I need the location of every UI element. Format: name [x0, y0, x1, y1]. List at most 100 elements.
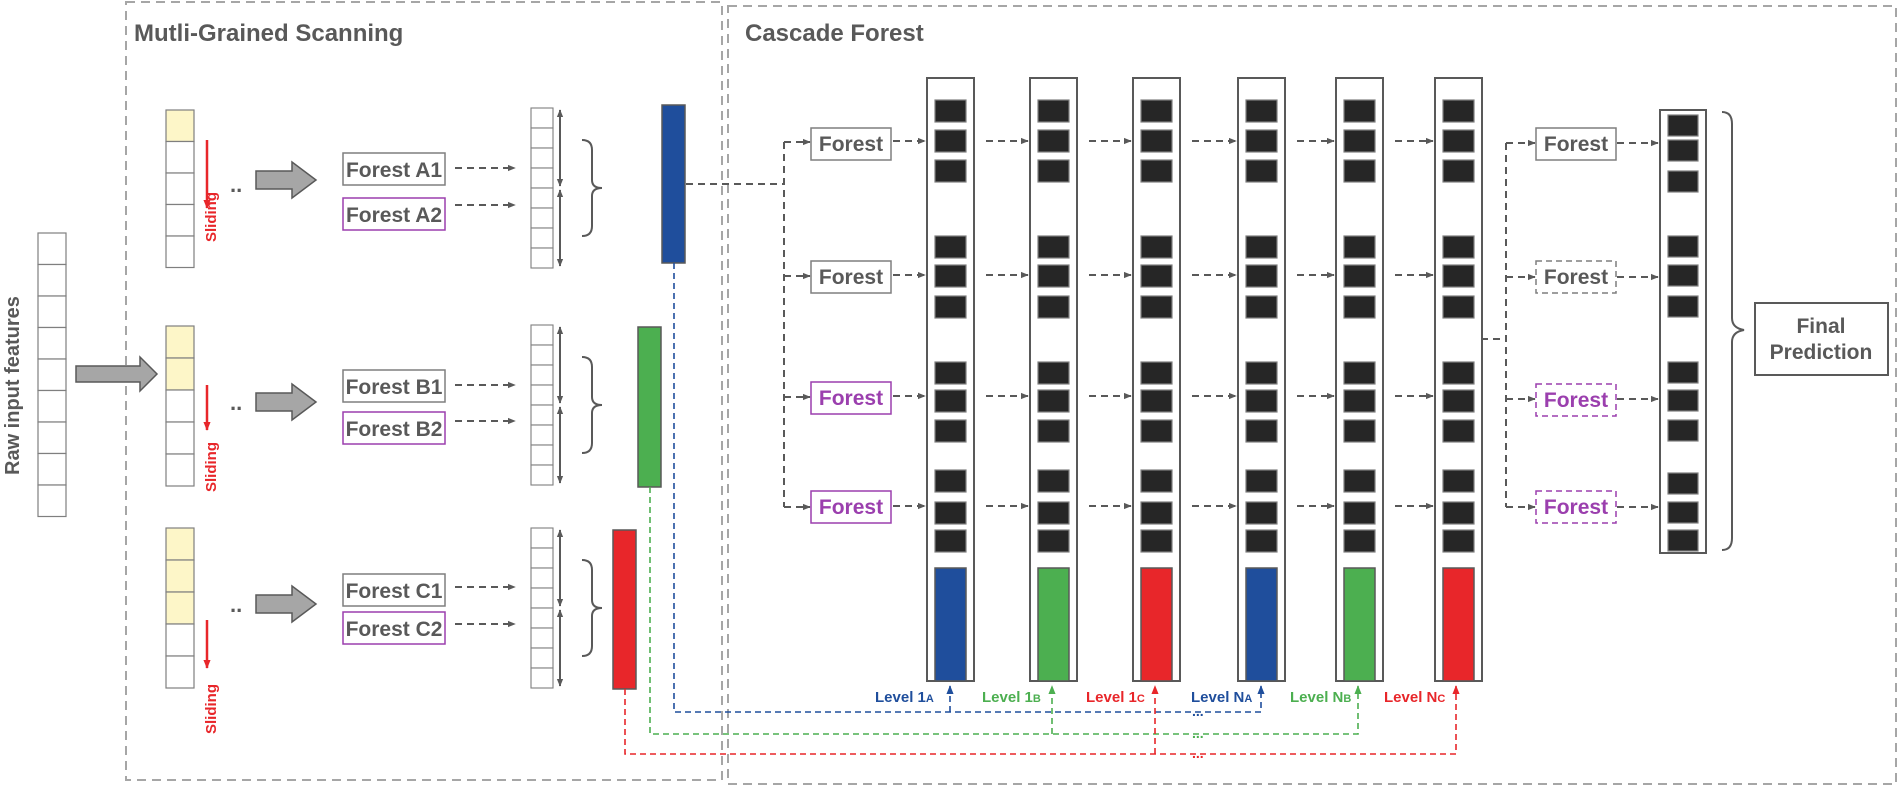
level-feature-bar	[934, 567, 967, 682]
final-class-cell	[1667, 419, 1699, 442]
class-vector-cell	[1245, 235, 1278, 259]
class-vector-cell	[1442, 235, 1475, 259]
raw-input-cell	[37, 326, 67, 360]
raw-input-vector	[37, 232, 67, 518]
cascade-forest-1: Forest	[810, 127, 892, 161]
class-vector-cell	[1037, 419, 1070, 443]
group-brace	[581, 356, 603, 454]
class-vector-cell	[1442, 501, 1475, 525]
final-class-cell	[1667, 295, 1699, 318]
class-vector-cell	[1140, 419, 1173, 443]
final-forest-3: Forest	[1535, 383, 1617, 417]
raw-input-cell	[37, 484, 67, 518]
cascade-level-column	[1395, 77, 1483, 682]
class-vector-cell	[1245, 501, 1278, 525]
level-na-label: Level NA	[1191, 689, 1252, 706]
level-feature-bar	[1037, 567, 1070, 682]
sliding-label: Sliding	[203, 442, 220, 492]
class-vector-cell	[1037, 469, 1070, 493]
final-forest-2-label: Forest	[1544, 266, 1608, 289]
class-vector-cell	[1442, 529, 1475, 553]
class-vector-cell	[530, 107, 554, 129]
class-vector-cell	[530, 227, 554, 249]
sliding-windows	[165, 109, 211, 689]
class-vector-cell	[1343, 501, 1376, 525]
raw-input-cell	[37, 421, 67, 455]
class-vector-cell	[530, 667, 554, 689]
level-feature-bar	[1245, 567, 1278, 682]
class-vector-cell	[530, 344, 554, 366]
cascade-level-column	[1089, 77, 1181, 682]
scan-forest-output-arrows	[455, 164, 516, 628]
transformed-feature-b	[637, 326, 662, 488]
window-cell	[165, 203, 195, 237]
class-vector-cell	[1245, 361, 1278, 385]
class-vector-cell	[1037, 501, 1070, 525]
feature-route-red	[624, 685, 1460, 755]
final-prediction-box: Final Prediction	[1754, 302, 1889, 376]
class-vector-cell	[1140, 529, 1173, 553]
class-vector-cell	[934, 501, 967, 525]
level-nb-label: Level NB	[1290, 689, 1351, 706]
scan-forest-b1: Forest B1	[342, 369, 446, 403]
group-brace	[581, 139, 603, 237]
class-vector-cell	[1245, 529, 1278, 553]
final-class-cell	[1667, 529, 1699, 552]
cascade-level-column	[986, 77, 1078, 682]
raw-input-cell	[37, 295, 67, 329]
level-labels: Level 1A Level 1B Level 1C Level NA Leve…	[875, 689, 1445, 706]
scan-forest-c1: Forest C1	[342, 573, 446, 607]
ellipsis: ..	[230, 592, 242, 617]
class-vector-cell	[1245, 264, 1278, 288]
raw-input-cell	[37, 452, 67, 486]
cascade-levels	[893, 77, 1483, 682]
block-arrow	[255, 584, 318, 624]
final-class-cell	[1667, 501, 1699, 524]
cascade-level-column	[893, 77, 975, 682]
class-vector-cell	[530, 207, 554, 229]
level-feature-bar	[1442, 567, 1475, 682]
red-route-ellipsis: ...	[1192, 745, 1204, 761]
block-arrow	[255, 382, 318, 422]
sliding-label: Sliding	[203, 684, 220, 734]
class-vector-cell	[1245, 469, 1278, 493]
cascade-level-column	[1297, 77, 1384, 682]
class-vector-cell	[530, 424, 554, 446]
class-vector-cell	[1140, 235, 1173, 259]
cascade-forest-2: Forest	[810, 260, 892, 294]
class-vector-cell	[1442, 99, 1475, 123]
scan-forest-a1-label: Forest A1	[346, 159, 442, 182]
class-vector-cell	[934, 99, 967, 123]
class-vector-cell	[1140, 264, 1173, 288]
ellipsis: ..	[230, 172, 242, 197]
class-vector-cell	[1442, 264, 1475, 288]
window-cell	[165, 235, 195, 269]
final-brace	[1721, 111, 1745, 551]
class-vector-cell	[1140, 159, 1173, 183]
class-vector-cell	[1343, 389, 1376, 413]
raw-to-scan-arrow	[75, 355, 159, 393]
class-vector-cell	[530, 147, 554, 169]
class-vector-cell	[1343, 295, 1376, 319]
final-forest-1: Forest	[1535, 127, 1617, 161]
window-cell	[165, 453, 195, 487]
mgs-section-title: Mutli-Grained Scanning	[134, 20, 403, 47]
class-vector-cell	[1245, 389, 1278, 413]
class-vector-cell	[1037, 264, 1070, 288]
window-cell	[165, 623, 195, 657]
level-feature-bar	[1343, 567, 1376, 682]
class-vector-cell	[1037, 361, 1070, 385]
class-vector-cell	[530, 607, 554, 629]
class-vector-cell	[1037, 159, 1070, 183]
final-forest-3-label: Forest	[1544, 389, 1608, 412]
scan-forest-b1-label: Forest B1	[346, 376, 443, 399]
class-vector-cell	[530, 627, 554, 649]
class-vector-cell	[1037, 99, 1070, 123]
final-class-cell	[1667, 472, 1699, 495]
class-vector-cell	[934, 389, 967, 413]
class-vector-cell	[934, 469, 967, 493]
scan-forest-c2: Forest C2	[342, 611, 446, 645]
class-vector-cell	[1442, 389, 1475, 413]
class-vector-cell	[934, 295, 967, 319]
